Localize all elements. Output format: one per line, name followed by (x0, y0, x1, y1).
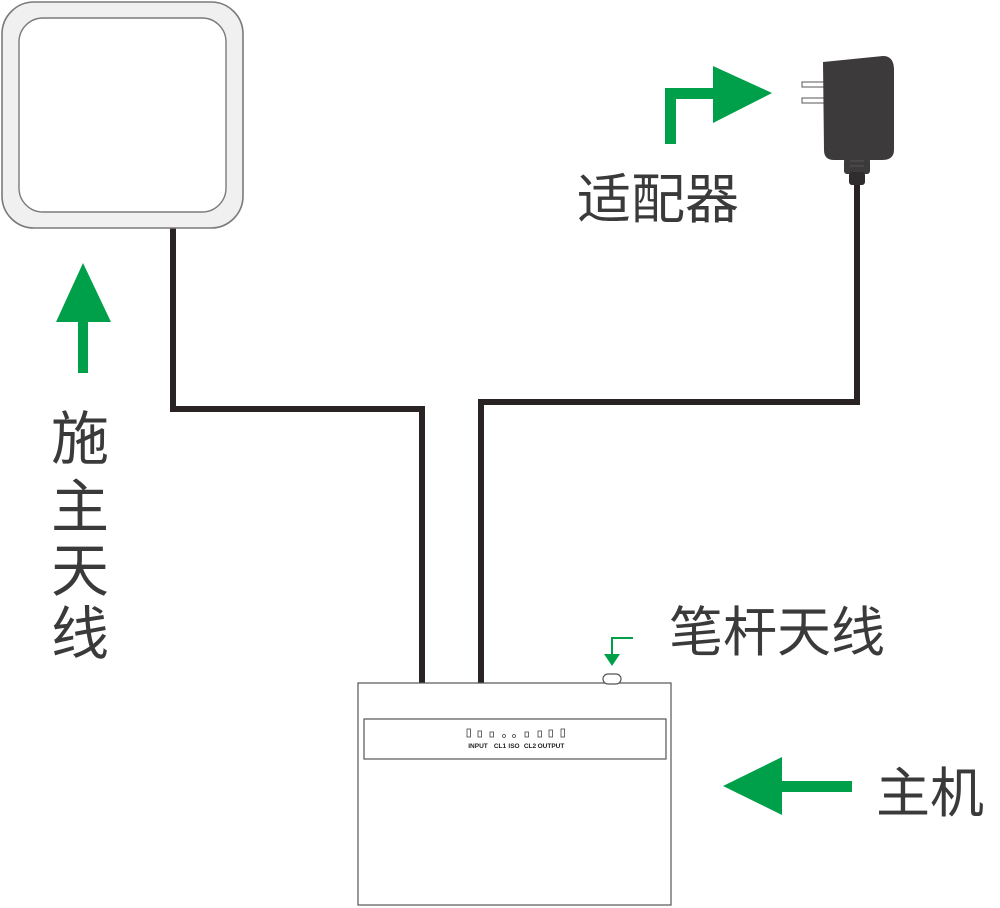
host-label: 主机 (876, 762, 984, 825)
led-4 (502, 734, 506, 738)
antenna-cable (170, 226, 425, 685)
indicator-label-output: OUTPUT (538, 743, 565, 750)
led-2 (477, 730, 482, 738)
arrow-right-icon (665, 66, 772, 144)
indicator-label-iso: ISO (508, 743, 519, 750)
indicator-label-input: INPUT (468, 743, 488, 750)
arrow-up-icon (56, 263, 111, 373)
led-7 (537, 730, 542, 738)
host-box: INPUT CL1 ISO CL2 OUTPUT (357, 673, 672, 906)
led-iso (512, 734, 516, 738)
indoor-antenna-icon (1, 1, 244, 229)
indicator-label-cl2: CL2 (524, 743, 537, 750)
adapter-cable (478, 185, 860, 685)
pen-antenna-icon (602, 673, 622, 685)
led-cl2 (524, 731, 529, 738)
indicator-label-cl1: CL1 (494, 743, 507, 750)
led-output (560, 728, 565, 738)
indoor-antenna-char-3: 天 (51, 537, 109, 605)
led-input (466, 728, 471, 738)
adapter-label: 适配器 (577, 168, 739, 231)
led-cl1 (489, 731, 494, 738)
host-front-panel (363, 718, 667, 760)
pen-antenna-label: 笔杆天线 (669, 601, 885, 664)
indoor-antenna-char-4: 线 (51, 600, 109, 668)
arrow-left-icon (723, 757, 852, 815)
indoor-antenna-char-2: 主 (51, 473, 109, 541)
indoor-antenna-char-1: 施 (51, 405, 109, 473)
power-adapter-icon (801, 56, 894, 185)
small-arrow-down-icon (604, 637, 633, 666)
led-8 (548, 729, 553, 738)
indoor-antenna-label: 施 主 天 线 (51, 405, 109, 668)
